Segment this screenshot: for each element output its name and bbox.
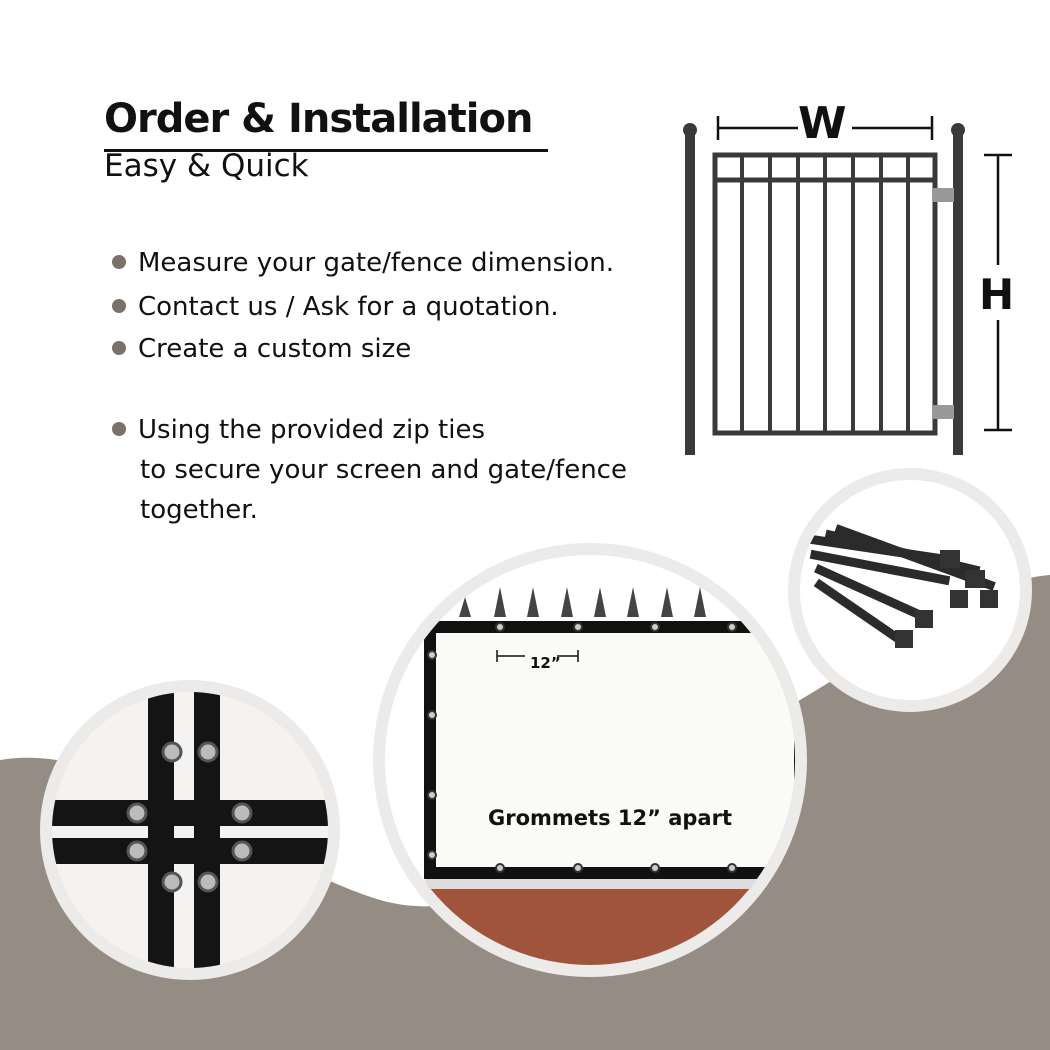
step-text: Contact us / Ask for a quotation. [138,292,559,322]
bullet-icon [112,421,126,436]
step-contact: Contact us / Ask for a quotation. [112,287,559,327]
bullet-icon [112,298,126,313]
step-text: Measure your gate/fence dimension. [138,248,615,278]
step-text: Create a custom size [138,334,412,364]
step-zip-ties-line3: together. [140,495,258,525]
width-label: W [798,98,847,149]
bullet-icon [112,254,126,269]
zip-ties-image [800,480,1020,700]
step-text: Using the provided zip ties [138,415,485,445]
step-measure: Measure your gate/fence dimension. [112,243,614,283]
page-title: Order & Installation [104,96,533,142]
page-subtitle: Easy & Quick [104,148,309,184]
fence-screen-image [385,555,795,965]
grommet-caption: Grommets 12” apart [488,806,732,830]
grommet-spacing-label: 12” [530,654,561,672]
grommet-straps-image [52,692,328,968]
height-label: H [979,270,1015,319]
fence-screen-illustration [424,587,795,965]
step-zip-ties-line2: to secure your screen and gate/fence [140,455,627,485]
gate-diagram [683,116,1012,455]
step-custom: Create a custom size [112,329,411,369]
grommet-straps-icon [52,692,328,968]
title-underline [104,149,548,152]
step-zip-ties: Using the provided zip ties [112,410,485,450]
zip-ties-icon [809,524,998,648]
bullet-icon [112,340,126,355]
